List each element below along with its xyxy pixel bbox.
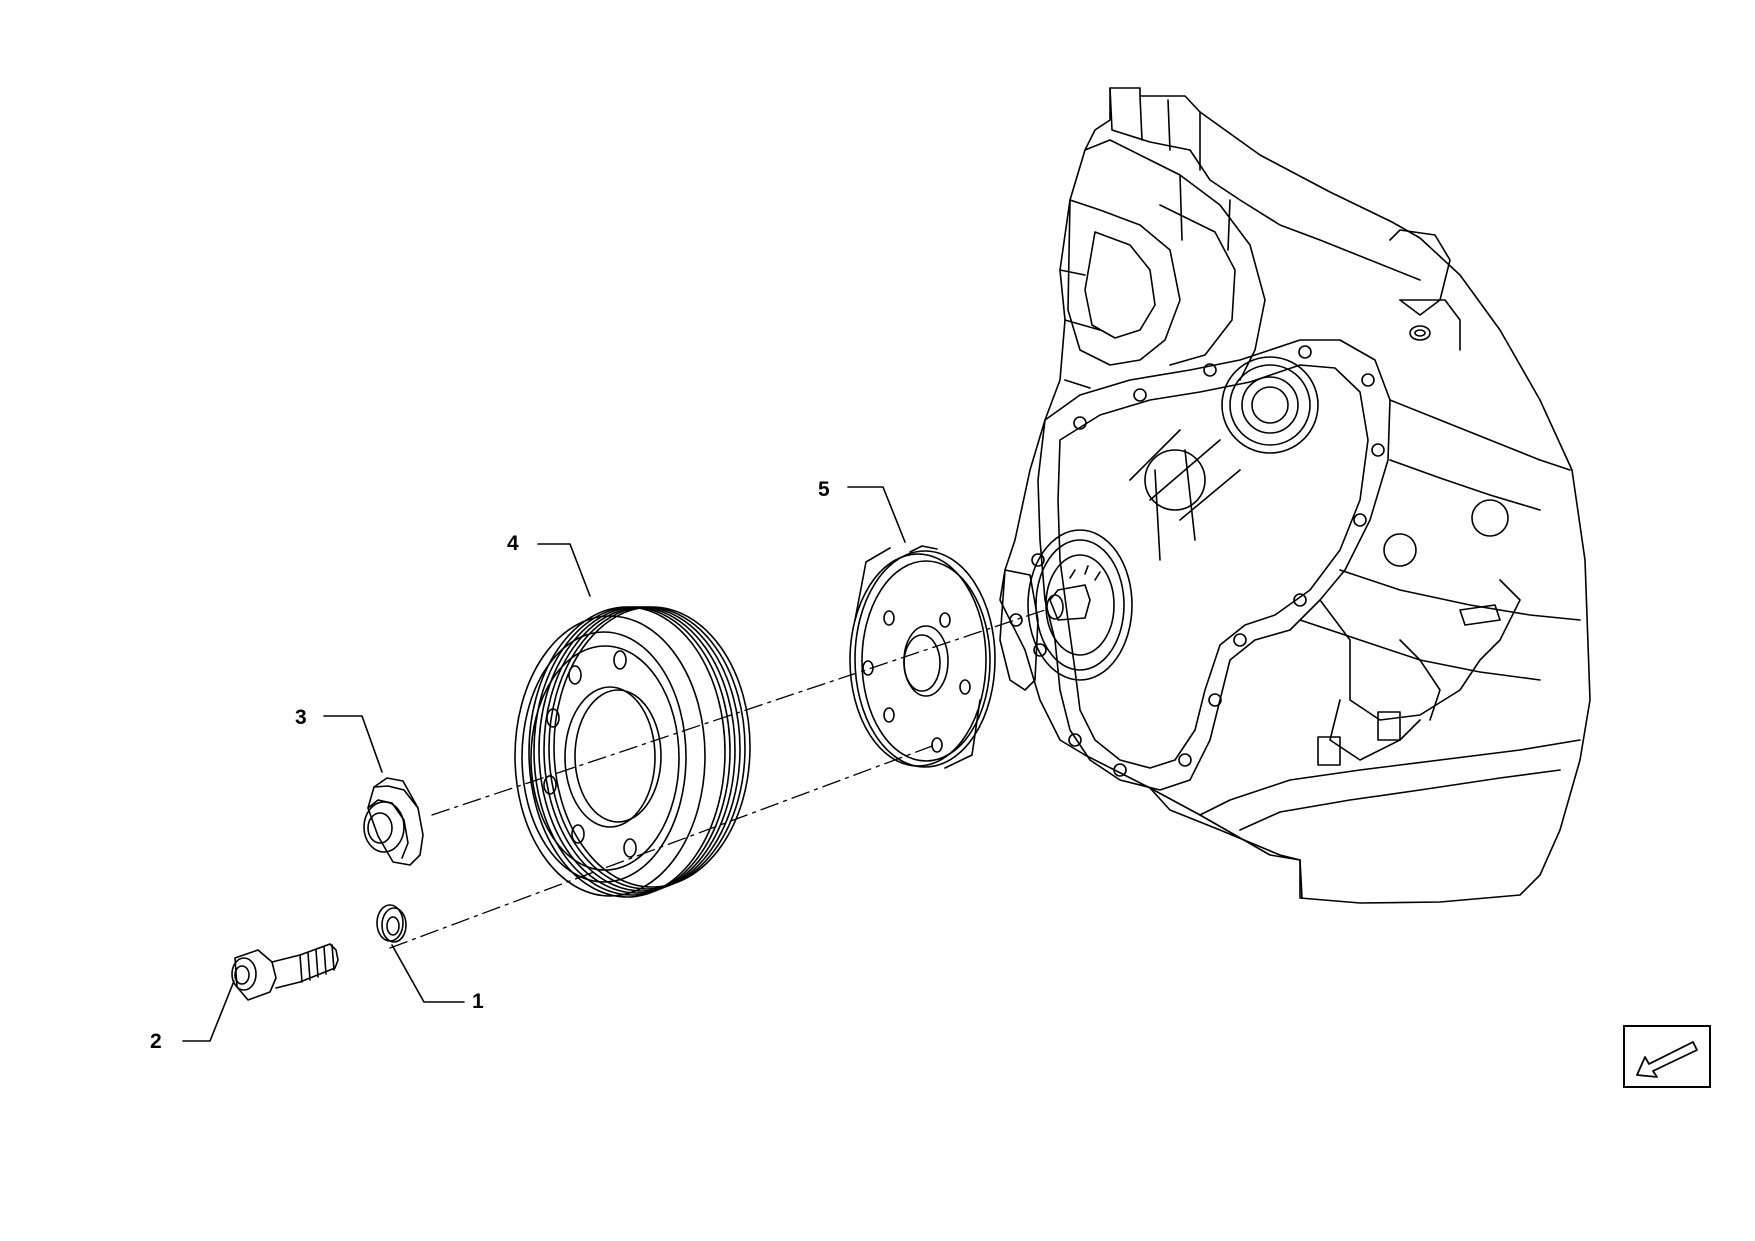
cover-bolts <box>1031 345 1385 777</box>
callout-4: 4 <box>507 532 519 555</box>
callout-3: 3 <box>295 706 307 729</box>
pulley-part-4 <box>514 606 751 898</box>
axis-lines <box>389 609 1046 949</box>
leader-lines <box>182 486 906 1042</box>
callout-2: 2 <box>150 1030 162 1053</box>
arrow-down-left-icon[interactable] <box>1623 1025 1711 1088</box>
washer-part-1 <box>376 904 407 943</box>
nut-part-3 <box>363 777 424 866</box>
bolt-part-2 <box>231 943 339 1001</box>
engine-block <box>999 87 1591 904</box>
callout-5: 5 <box>818 478 830 501</box>
callout-1: 1 <box>472 990 484 1013</box>
spacer-part-5 <box>849 545 996 769</box>
